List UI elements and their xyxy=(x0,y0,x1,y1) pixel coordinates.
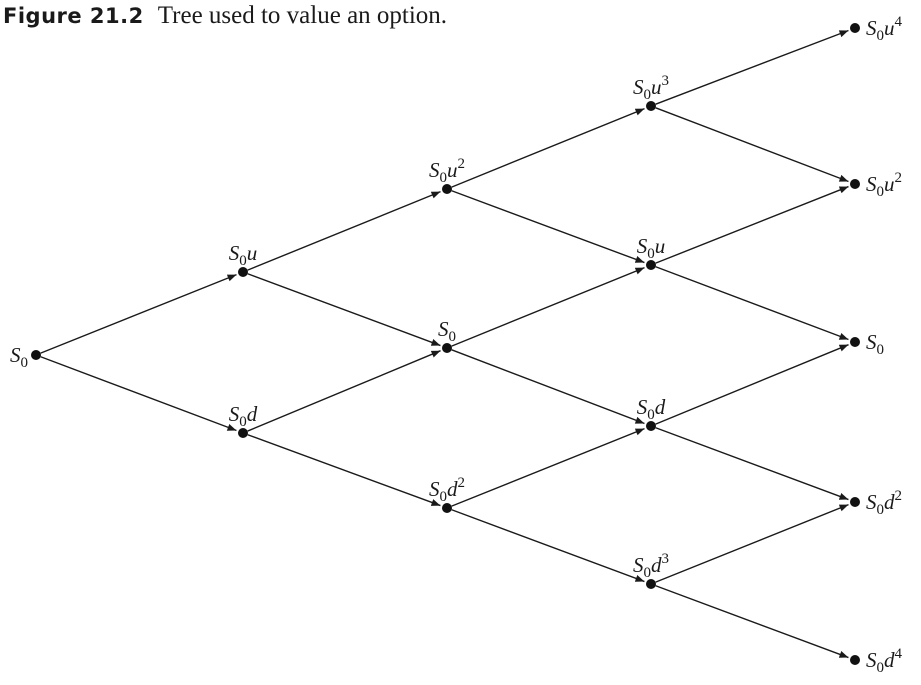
tree-edge-n21-n31 xyxy=(451,349,645,425)
node-label-n20: S0d2 xyxy=(429,475,465,505)
node-label-n11: S0u xyxy=(229,241,258,269)
tree-edge-n10-n21 xyxy=(247,350,441,432)
tree-edge-n33-n44 xyxy=(655,29,849,105)
node-label-n41: S0d2 xyxy=(866,488,902,518)
tree-edge-n22-n32 xyxy=(451,190,645,264)
node-label-n32: S0u xyxy=(637,234,666,262)
tree-node-n44 xyxy=(850,23,860,33)
tree-edge-n22-n33 xyxy=(451,107,645,188)
figure-title: Tree used to value an option. xyxy=(157,2,448,29)
tree-node-n21 xyxy=(442,343,452,353)
figure-caption: Figure 21.2 Tree used to value an option. xyxy=(3,0,447,32)
node-label-n21: S0 xyxy=(438,317,456,345)
tree-edge-n32-n43 xyxy=(655,185,849,264)
node-label-n00: S0 xyxy=(10,343,28,371)
tree-node-n33 xyxy=(646,101,656,111)
tree-edge-n30-n41 xyxy=(655,503,849,583)
tree-node-n30 xyxy=(646,579,656,589)
tree-edge-n20-n30 xyxy=(451,509,645,583)
tree-edge-n31-n41 xyxy=(655,427,849,501)
node-label-n10: S0d xyxy=(229,402,258,430)
node-label-n30: S0d3 xyxy=(633,551,669,581)
node-label-n31: S0d xyxy=(637,395,666,423)
node-label-n42: S0 xyxy=(866,330,884,358)
tree-node-n20 xyxy=(442,503,452,513)
tree-edge-n30-n40 xyxy=(655,585,849,659)
tree-node-n42 xyxy=(850,337,860,347)
tree-node-n31 xyxy=(646,421,656,431)
tree-edge-n00-n10 xyxy=(40,356,237,432)
tree-edge-n20-n31 xyxy=(451,427,645,507)
tree-node-n22 xyxy=(442,184,452,194)
tree-edge-n00-n11 xyxy=(40,273,237,354)
node-label-n43: S0u2 xyxy=(866,170,902,200)
tree-node-n40 xyxy=(850,655,860,665)
tree-edge-n11-n22 xyxy=(247,190,441,271)
tree-node-n32 xyxy=(646,260,656,270)
node-label-n22: S0u2 xyxy=(429,156,465,186)
tree-node-n10 xyxy=(238,428,248,438)
tree-node-n11 xyxy=(238,267,248,277)
figure-number: Figure 21.2 xyxy=(3,4,144,28)
node-label-n33: S0u3 xyxy=(633,73,669,103)
tree-node-n00 xyxy=(31,350,41,360)
tree-edge-n10-n20 xyxy=(247,434,441,507)
tree-nodes xyxy=(31,23,860,665)
tree-edge-n33-n43 xyxy=(655,107,849,183)
tree-edge-n11-n21 xyxy=(247,273,441,347)
node-label-n40: S0d4 xyxy=(866,646,903,676)
tree-edge-n32-n42 xyxy=(655,266,849,341)
tree-edge-n21-n32 xyxy=(451,266,645,347)
tree-node-n43 xyxy=(850,179,860,189)
tree-edge-n31-n42 xyxy=(655,344,849,425)
tree-edges xyxy=(40,29,849,659)
tree-node-n41 xyxy=(850,497,860,507)
node-label-n44: S0u4 xyxy=(866,14,903,44)
